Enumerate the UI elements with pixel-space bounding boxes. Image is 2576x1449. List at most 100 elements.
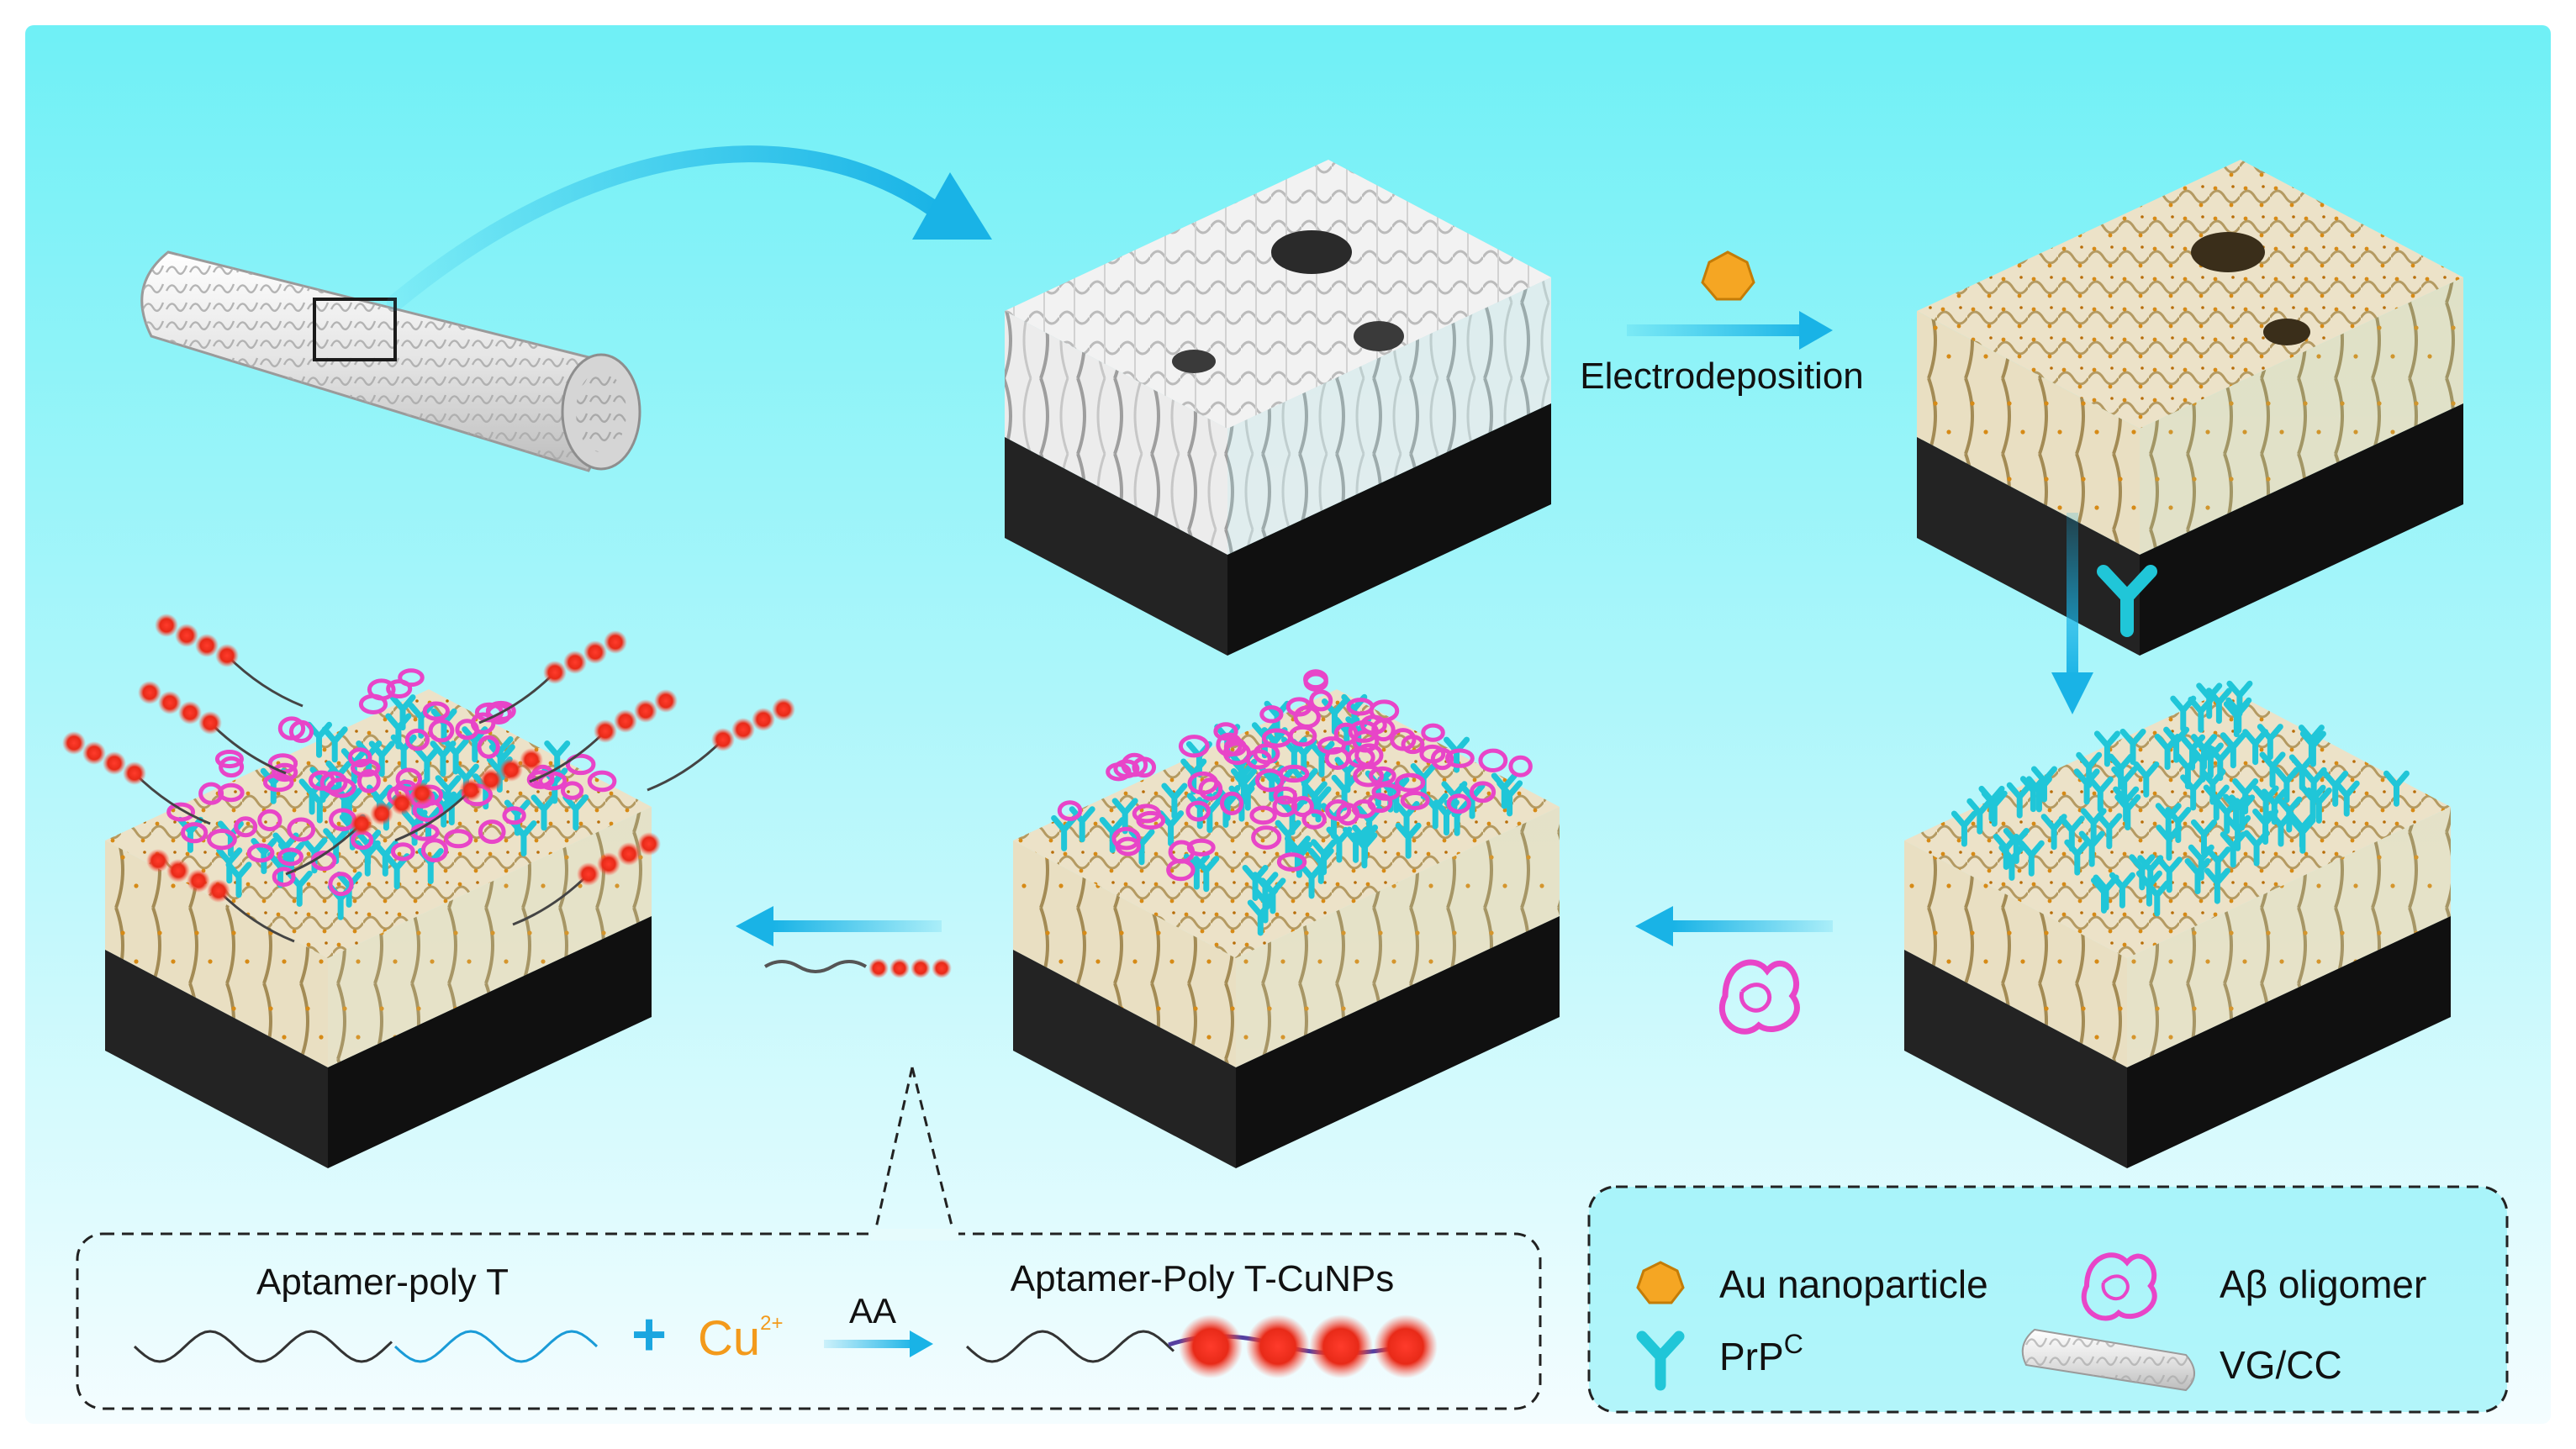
cunp-particle xyxy=(62,731,86,755)
prpc-receptor xyxy=(2204,846,2231,883)
cunp-particle xyxy=(499,758,523,782)
cunp-particle xyxy=(520,748,543,772)
prpc-receptor xyxy=(2220,732,2246,769)
abeta-oligomer xyxy=(1187,771,1219,795)
abeta-oligomer xyxy=(1273,786,1297,805)
abeta-oligomer xyxy=(538,771,567,791)
prpc-step xyxy=(2051,513,2157,714)
abeta-oligomer xyxy=(1272,795,1298,818)
abeta-oligomer xyxy=(1278,764,1310,783)
abeta-oligomer xyxy=(272,867,296,888)
prpc-legend-icon xyxy=(1636,1330,1685,1391)
au-nanoparticle-icon xyxy=(1701,250,1755,301)
prpc-receptor xyxy=(2273,767,2300,804)
cunp-step xyxy=(736,906,952,978)
prpc-receptor xyxy=(323,828,350,865)
abeta-oligomer xyxy=(1421,723,1445,742)
aptamer-cunps-strand xyxy=(965,1315,1438,1378)
prpc-receptor xyxy=(442,738,469,775)
abeta-oligomer xyxy=(217,782,245,803)
electrodeposition-step: Electrodeposition xyxy=(1580,250,1864,397)
prpc-receptor xyxy=(2129,854,2156,891)
vgcc-legend-icon xyxy=(2021,1328,2195,1392)
abeta-oligomer xyxy=(1115,836,1142,856)
abeta-oligomer xyxy=(1057,800,1083,821)
prpc-receptor xyxy=(2006,782,2033,819)
abeta-step xyxy=(1635,906,1833,1035)
prpc-receptor xyxy=(2019,776,2046,813)
abeta-oligomer xyxy=(246,843,275,863)
cunp-particle xyxy=(597,852,620,876)
prpc-receptor xyxy=(1491,772,1518,809)
cunp-particle xyxy=(614,709,637,733)
abeta-oligomer xyxy=(277,847,304,867)
abeta-oligomer xyxy=(1185,800,1211,822)
prpc-receptor xyxy=(2205,688,2232,724)
abeta-oligomer xyxy=(1395,772,1426,793)
legend-panel: Au nanoparticle PrPC Aβ oligomer VG/CC xyxy=(1587,1185,2509,1414)
prpc-icon xyxy=(2097,565,2157,637)
cunp-particle xyxy=(634,699,657,723)
cunp-particle xyxy=(543,661,567,684)
prpc-receptor xyxy=(2093,874,2119,911)
abeta-oligomer xyxy=(1445,748,1475,768)
prpc-receptor xyxy=(1161,782,1188,819)
prpc-receptor xyxy=(2252,808,2279,845)
abeta-oligomer xyxy=(420,838,449,863)
abeta-oligomer xyxy=(1136,810,1166,830)
cunp-particle xyxy=(146,849,170,872)
prpc-receptor xyxy=(2096,813,2123,850)
prpc-receptor xyxy=(2133,761,2160,798)
abeta-oligomer xyxy=(1430,747,1454,771)
abeta-oligomer xyxy=(234,816,258,838)
cunp-particle xyxy=(604,630,627,654)
abeta-oligomer xyxy=(395,767,423,791)
prpc-receptor xyxy=(385,713,412,750)
prpc-receptor xyxy=(2203,784,2230,821)
abeta-oligomer xyxy=(386,679,413,699)
prpc-receptor xyxy=(321,726,348,763)
abeta-oligomer xyxy=(478,819,506,845)
cunp-particle xyxy=(195,634,219,657)
abeta-oligomer xyxy=(560,781,584,800)
aa-label: AA xyxy=(849,1291,896,1330)
abeta-oligomer xyxy=(328,872,354,897)
abeta-oligomer xyxy=(1401,735,1425,755)
aptamer-poly-t-label: Aptamer-poly T xyxy=(256,1262,509,1303)
abeta-oligomer xyxy=(1325,798,1352,821)
cunp-particle xyxy=(82,741,106,765)
prpc-receptor xyxy=(2300,767,2327,804)
prpc-receptor xyxy=(2214,798,2241,835)
abeta-oligomer xyxy=(272,762,298,782)
cu-ion-label: Cu2+ xyxy=(698,1311,784,1366)
cunp-particle xyxy=(207,879,230,903)
prpc-receptor xyxy=(1275,819,1301,856)
abeta-oligomer xyxy=(347,747,372,768)
abeta-oligomer xyxy=(308,770,335,791)
abeta-oligomer xyxy=(1303,672,1328,692)
prpc-receptor xyxy=(2259,751,2286,788)
cunp-particle xyxy=(1309,1315,1373,1378)
abeta-oligomer xyxy=(1309,689,1333,712)
prpc-receptor xyxy=(225,861,252,898)
prpc-receptor xyxy=(1069,806,1095,843)
legend-abeta-label: Aβ oligomer xyxy=(2220,1262,2426,1306)
vgcc-rod xyxy=(140,250,641,472)
abeta-oligomer xyxy=(1446,793,1471,814)
abeta-oligomer xyxy=(1254,768,1285,793)
cunp-particle xyxy=(563,651,587,674)
prpc-receptor xyxy=(1395,822,1422,859)
prpc-receptor xyxy=(2093,730,2120,767)
prpc-receptor xyxy=(2223,701,2250,738)
abeta-oligomer xyxy=(1168,840,1196,864)
prpc-receptor xyxy=(531,794,557,831)
prpc-receptor xyxy=(2156,825,2183,861)
abeta-oligomer xyxy=(470,712,496,735)
cunp-particle xyxy=(390,792,414,815)
abeta-oligomer xyxy=(1369,699,1400,723)
cunp-particle xyxy=(459,778,483,802)
abeta-oligomer xyxy=(1249,805,1277,825)
prpc-receptor xyxy=(1247,899,1274,936)
cunp-particle xyxy=(103,751,126,775)
